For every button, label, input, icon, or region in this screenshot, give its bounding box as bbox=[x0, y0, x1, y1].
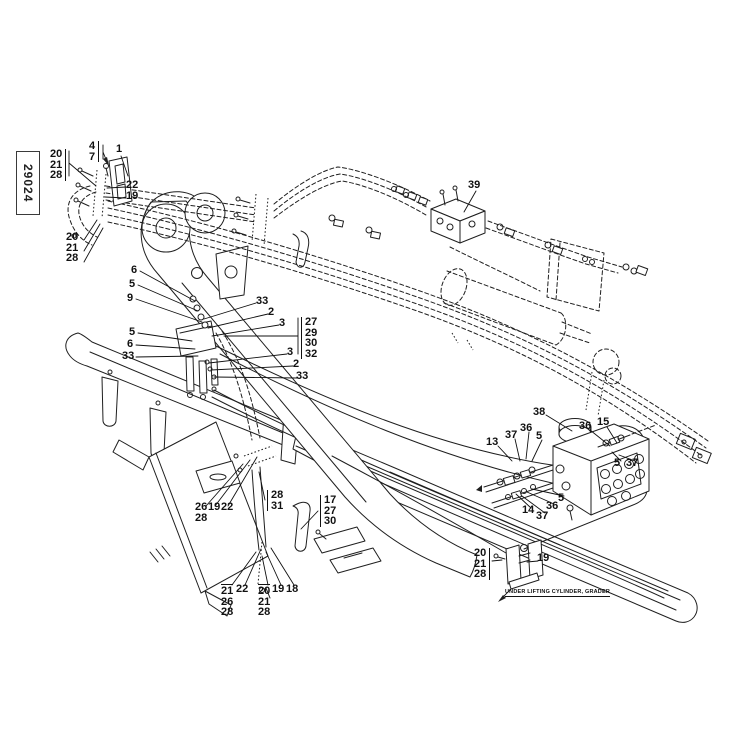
part-callout-14: 14 bbox=[522, 504, 535, 516]
bundle-clamps bbox=[451, 332, 712, 465]
left-frame-rail bbox=[65, 332, 300, 465]
callout-leader-lines bbox=[68, 144, 636, 602]
valve-block-39 bbox=[391, 185, 649, 276]
part-callout-36: 36 bbox=[520, 422, 533, 434]
part-callout-36: 36 bbox=[546, 500, 559, 512]
part-callout-5: 5 bbox=[536, 430, 543, 442]
part-callout-36: 36 bbox=[579, 420, 592, 432]
part-callout-13: 13 bbox=[486, 436, 499, 448]
part-callout-3: 3 bbox=[287, 346, 294, 358]
part-callout-37: 37 bbox=[505, 429, 518, 441]
part-callout-5: 5 bbox=[129, 326, 136, 338]
part-callout-18: 18 bbox=[286, 583, 299, 595]
part-callout-2: 2 bbox=[268, 306, 275, 318]
part-callout-19: 19 bbox=[126, 190, 139, 202]
part-callout-22: 22 bbox=[126, 179, 139, 191]
part-callout-9: 9 bbox=[127, 292, 134, 304]
part-callout-6: 6 bbox=[127, 338, 134, 350]
valve-block-38 bbox=[476, 418, 657, 521]
part-callout-33: 33 bbox=[256, 295, 269, 307]
left-fitting-manifold bbox=[175, 295, 219, 400]
mid-clamp-stack bbox=[231, 193, 382, 268]
part-callout-6: 6 bbox=[131, 264, 138, 276]
part-callout-22: 22 bbox=[236, 583, 249, 595]
part-callout-5: 5 bbox=[558, 492, 565, 504]
part-callout-19: 19 bbox=[272, 583, 285, 595]
part-callout-33: 33 bbox=[296, 370, 309, 382]
part-callout-2: 2 bbox=[293, 358, 300, 370]
boom-arm bbox=[140, 191, 478, 578]
figure-id-box: 29024 bbox=[16, 151, 40, 215]
figure-id-label: 29024 bbox=[21, 163, 35, 203]
part-callout-39: 39 bbox=[468, 179, 481, 191]
part-callout-3: 3 bbox=[279, 317, 286, 329]
cylinder-anchor-bracket-19 bbox=[493, 539, 544, 590]
part-callout-1: 1 bbox=[116, 143, 123, 155]
part-callout-37: 37 bbox=[536, 510, 549, 522]
part-callout-19: 19 bbox=[537, 552, 550, 564]
hydraulic-hose-bundle-long bbox=[107, 200, 709, 464]
part-callout-5: 5 bbox=[614, 457, 621, 469]
part-callout-5: 5 bbox=[129, 278, 136, 290]
part-callout-33: 33 bbox=[122, 350, 135, 362]
lifting-cylinder-phantom bbox=[440, 238, 622, 385]
part-callout-22: 22 bbox=[221, 501, 234, 513]
part-callout-38: 38 bbox=[533, 406, 546, 418]
part-callout-19: 19 bbox=[208, 501, 221, 513]
figure-caption: UNDER LIFTING CYLINDER, GRADER bbox=[505, 589, 610, 597]
upper-left-clamp-bracket bbox=[71, 156, 133, 239]
part-callout-37: 37 bbox=[626, 457, 639, 469]
part-callout-15: 15 bbox=[597, 416, 610, 428]
main-frame-rail bbox=[211, 389, 698, 623]
fender-panel bbox=[112, 421, 269, 617]
bottom-clamp-stacks bbox=[233, 445, 382, 599]
